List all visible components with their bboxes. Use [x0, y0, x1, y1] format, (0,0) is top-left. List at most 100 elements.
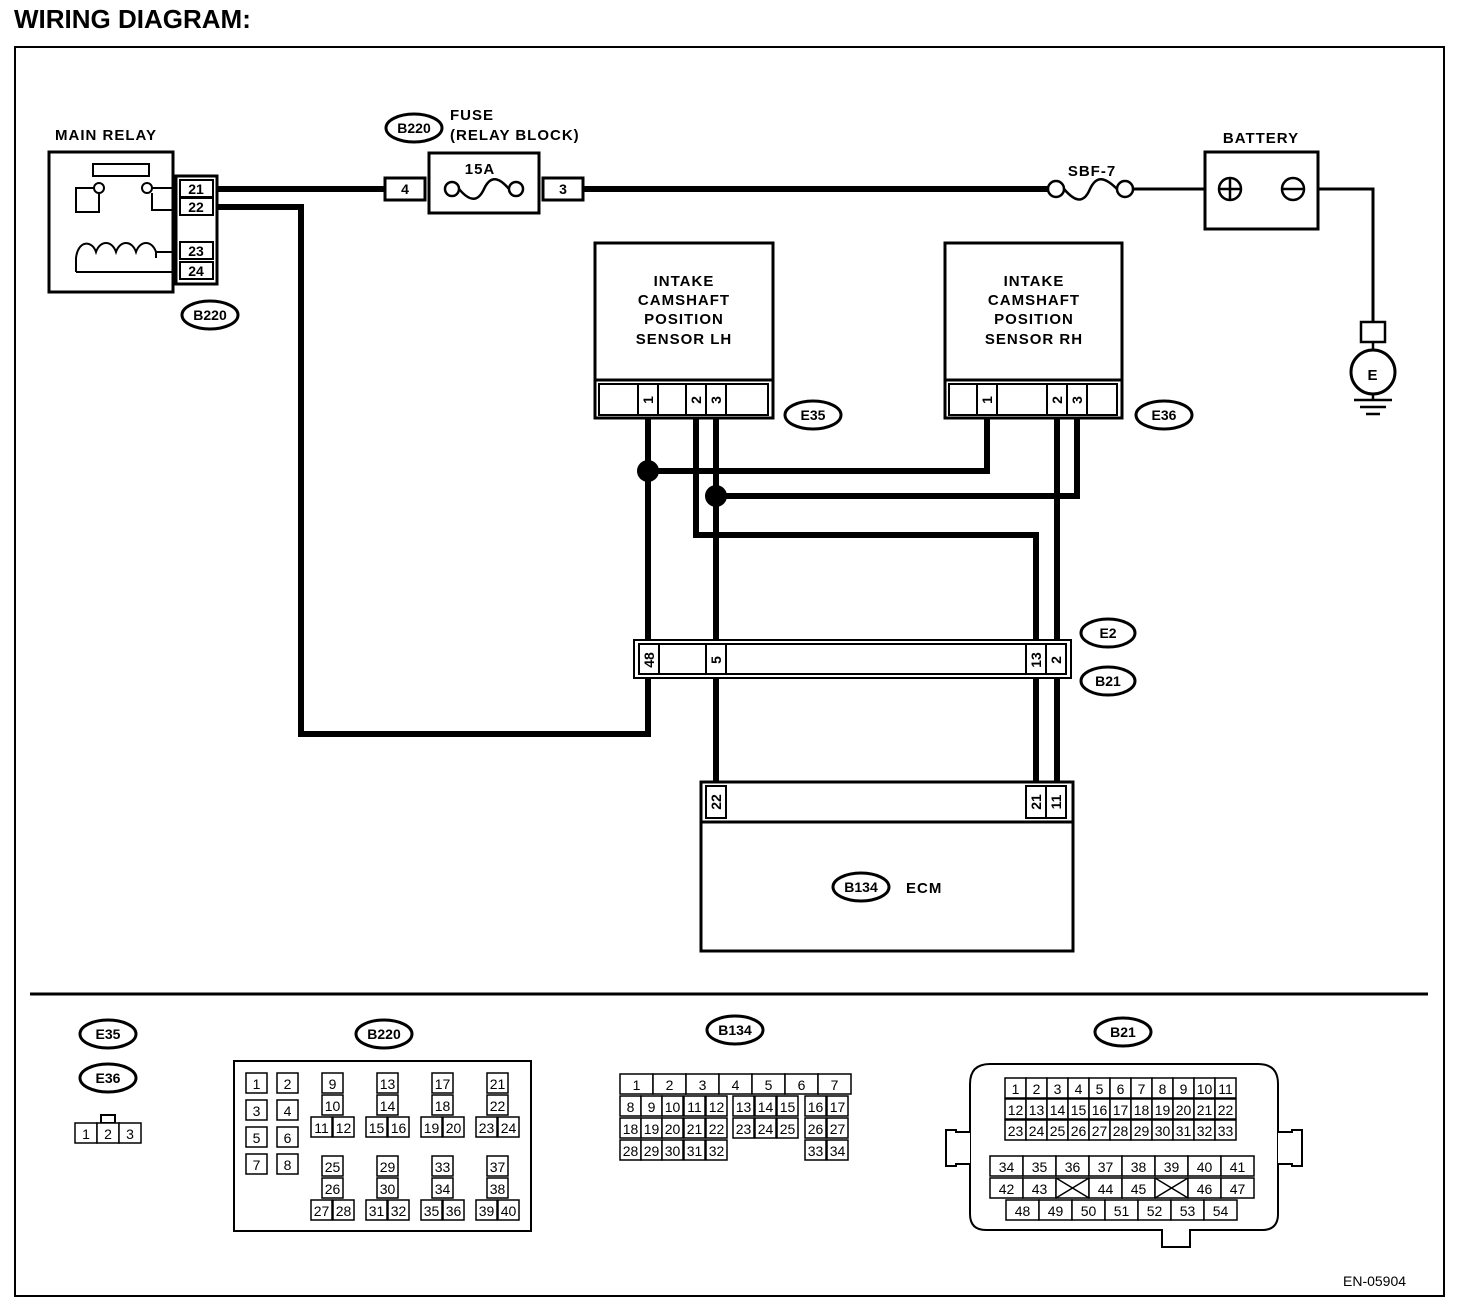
pin-number: 2	[284, 1076, 292, 1092]
pin-number: 15	[780, 1099, 796, 1115]
pin-number: 1	[633, 1077, 641, 1093]
pin-cell: 14	[376, 1094, 399, 1116]
pin-number: 18	[435, 1098, 451, 1114]
pin-cell: 27	[310, 1199, 333, 1221]
pin-cell: 43	[1022, 1177, 1057, 1199]
pin-number: 22	[490, 1098, 506, 1114]
pin-cell: 9	[1172, 1077, 1195, 1099]
pin-number: 33	[1218, 1123, 1234, 1139]
pin-cell: 6	[784, 1073, 819, 1095]
pin-number: 2	[104, 1126, 112, 1142]
ground: E	[1349, 320, 1397, 416]
sensor-rh-connector-tag: E36	[1152, 407, 1177, 423]
pin-cell: 32	[387, 1199, 410, 1221]
pin-number: 32	[709, 1143, 725, 1159]
pin-cell: 4	[718, 1073, 753, 1095]
pin-cell: 23	[1004, 1119, 1027, 1141]
pin-number: 46	[1197, 1181, 1213, 1197]
pin-cell: 29	[376, 1155, 399, 1177]
pin-number: 26	[1071, 1123, 1087, 1139]
pin-number: 39	[479, 1203, 495, 1219]
pin-cell: 40	[1187, 1155, 1222, 1177]
pin-cell: 2	[96, 1122, 120, 1144]
pin-number: 25	[325, 1159, 341, 1175]
pin-cell: 7	[245, 1153, 268, 1175]
pin-number: 40	[501, 1203, 517, 1219]
connector-tag	[1134, 399, 1194, 431]
pin-number: 4	[1075, 1081, 1083, 1097]
pin-number: 40	[1197, 1159, 1213, 1175]
pin-number: 7	[1138, 1081, 1146, 1097]
pin-number: 12	[709, 1099, 725, 1115]
relay-contact	[141, 182, 153, 194]
pin-number: 29	[1134, 1123, 1150, 1139]
pin-cell: 1	[245, 1072, 268, 1094]
pin-number: 50	[1081, 1203, 1097, 1219]
pin-cell: 10	[1193, 1077, 1216, 1099]
sensor-rh-line3: POSITION	[994, 311, 1074, 328]
joint-pin-48: 48	[641, 652, 657, 668]
pin-number: 24	[1029, 1123, 1045, 1139]
pin-cell: 24	[1025, 1119, 1048, 1141]
pin-number: 35	[1032, 1159, 1048, 1175]
pin-number: 19	[644, 1121, 660, 1137]
pin-number: 36	[1065, 1159, 1081, 1175]
connector-tag	[354, 1018, 414, 1050]
pin-cell: 15	[776, 1095, 799, 1117]
pin-cell: 50	[1071, 1199, 1106, 1221]
pin-number: 23	[736, 1121, 752, 1137]
sensor-lh-line1: INTAKE	[654, 273, 715, 290]
connector-tag	[1079, 665, 1137, 697]
pin-cell: 2	[652, 1073, 687, 1095]
pin-number: 3	[253, 1103, 261, 1119]
pin-number: 19	[424, 1120, 440, 1136]
fuse-pin-in: 4	[401, 181, 409, 197]
relay-contact-bar	[92, 163, 150, 177]
ecm-connector	[699, 780, 1075, 824]
pin-cell: 12	[1004, 1098, 1027, 1120]
legend-tag-b134: B134	[718, 1022, 752, 1038]
pin-number: 5	[765, 1077, 773, 1093]
pin-number: 10	[325, 1098, 341, 1114]
pin-cell: 29	[640, 1139, 663, 1161]
pin-cell: 1	[1004, 1077, 1027, 1099]
pin-cell: 10	[321, 1094, 344, 1116]
pin-number: 26	[808, 1121, 824, 1137]
connector-tag	[1093, 1016, 1153, 1048]
pin-number: 18	[623, 1121, 639, 1137]
pin-number: 5	[1096, 1081, 1104, 1097]
pin-number: 16	[808, 1099, 824, 1115]
pin-cell: 42	[989, 1177, 1024, 1199]
pin-cell: 38	[486, 1177, 509, 1199]
sensor-lh-connector-tag: E35	[801, 407, 826, 423]
wire-rh-pin1	[648, 417, 990, 474]
fuse: B220 FUSE (RELAY BLOCK) 15A 4 3	[383, 107, 585, 215]
pin-cell: 16	[387, 1116, 410, 1138]
pin-cell: 30	[376, 1177, 399, 1199]
pin-cell: 11	[1214, 1077, 1237, 1099]
pin-number: 8	[284, 1157, 292, 1173]
pin-cell: 1	[74, 1122, 98, 1144]
relay-pin-24: 24	[188, 263, 204, 279]
pin-cell: 34	[989, 1155, 1024, 1177]
ecm-connector-tag: B134	[844, 879, 878, 895]
pin-cell: 34	[826, 1139, 849, 1161]
pin-number: 9	[329, 1076, 337, 1092]
pin-number: 13	[1029, 1102, 1045, 1118]
pin-number: 27	[830, 1121, 846, 1137]
pin-cell: 39	[475, 1199, 498, 1221]
pin-cell: 28	[332, 1199, 355, 1221]
ecm-label: ECM	[906, 880, 942, 897]
pin-cell: 33	[804, 1139, 827, 1161]
connector-tag	[705, 1014, 765, 1046]
sensor-lh-pin-2: 2	[688, 396, 704, 404]
pin-number: 32	[1197, 1123, 1213, 1139]
joint-connector-inner	[638, 643, 1067, 675]
pin-cell: 20	[442, 1116, 465, 1138]
pin-cell: 13	[732, 1095, 755, 1117]
pin-cell: 4	[276, 1099, 299, 1121]
fuse-rating: 15A	[465, 161, 496, 178]
pin-number: 30	[665, 1143, 681, 1159]
pin-cell: 24	[497, 1116, 520, 1138]
